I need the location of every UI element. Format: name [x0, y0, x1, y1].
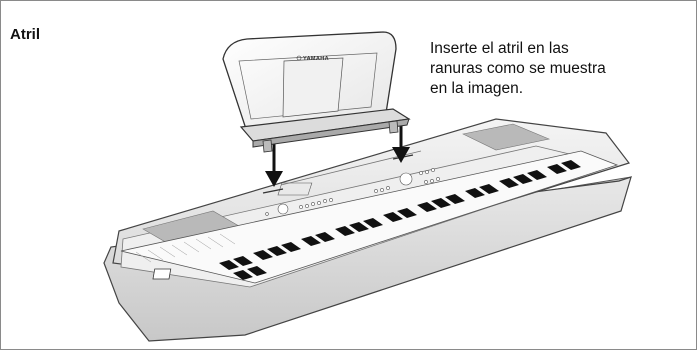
- instruction-text: Inserte el atril en las ranuras como se …: [430, 40, 606, 97]
- brand-logo-text: YAMAHA: [303, 56, 329, 62]
- right-speaker-grill: [462, 123, 551, 151]
- section-title: Atril: [10, 26, 40, 43]
- music-rest: YAMAHA: [222, 31, 411, 153]
- keys: [120, 150, 619, 284]
- brand-badge: [152, 268, 172, 280]
- brand-logo-mark: [296, 55, 302, 61]
